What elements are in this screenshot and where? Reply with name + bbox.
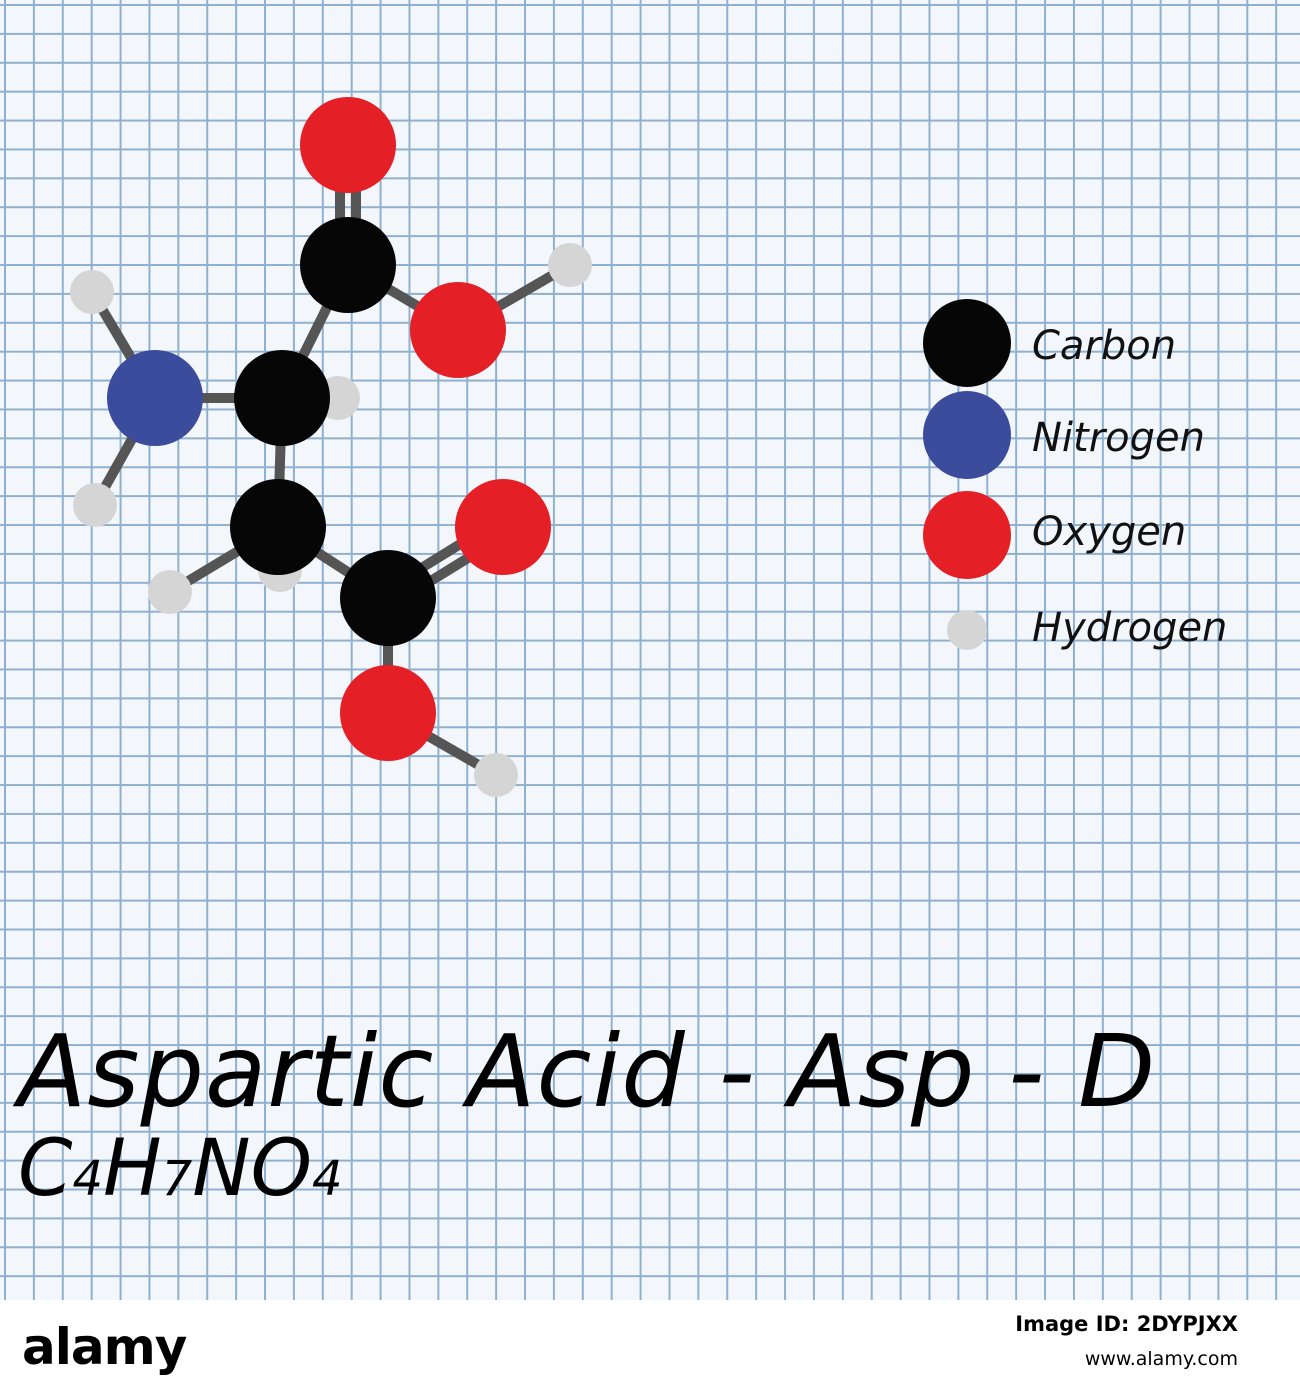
molecular-formula: C4H7NO4 [18,1130,343,1208]
legend-swatch-hydrogen [947,610,987,650]
legend-swatch-oxygen [923,491,1011,579]
legend-swatch-carbon [923,299,1011,387]
image-id-text: Image ID: 2DYPJXX [1015,1312,1238,1336]
formula-symbol: H [103,1124,162,1214]
molecule-title: Aspartic Acid - Asp - D [18,1013,1157,1130]
legend-swatch-nitrogen [923,391,1011,479]
atoms-layer [70,97,592,797]
footer-url: www.alamy.com [1084,1348,1238,1370]
atom-c4 [340,550,436,646]
formula-symbol: NO [192,1124,312,1214]
formula-symbol: C [18,1124,73,1214]
legend-label-carbon: Carbon [1032,323,1177,369]
atom-c1 [300,217,396,313]
footer-bar [0,1300,1300,1390]
atom-h-o2 [548,243,592,287]
formula-subscript: 7 [161,1151,193,1207]
atom-o3 [455,479,551,575]
atom-o1 [300,97,396,193]
graph-paper-background [0,0,1300,1300]
atom-h-n2 [73,483,117,527]
formula-subscript: 4 [311,1151,343,1207]
atom-h-n1 [70,270,114,314]
legend-label-oxygen: Oxygen [1032,509,1187,555]
molecule-model [70,97,1011,797]
atom-h-cb1 [148,570,192,614]
atom-ca [234,350,330,446]
formula-subscript: 4 [72,1151,104,1207]
legend-label-hydrogen: Hydrogen [1032,605,1228,651]
legend-label-nitrogen: Nitrogen [1032,415,1205,461]
alamy-logo: alamy [22,1318,187,1376]
atom-cb [230,479,326,575]
atom-n [107,350,203,446]
atom-h-o4 [474,753,518,797]
atom-o2 [410,282,506,378]
legend-swatches [923,299,1011,650]
atom-o4 [340,665,436,761]
